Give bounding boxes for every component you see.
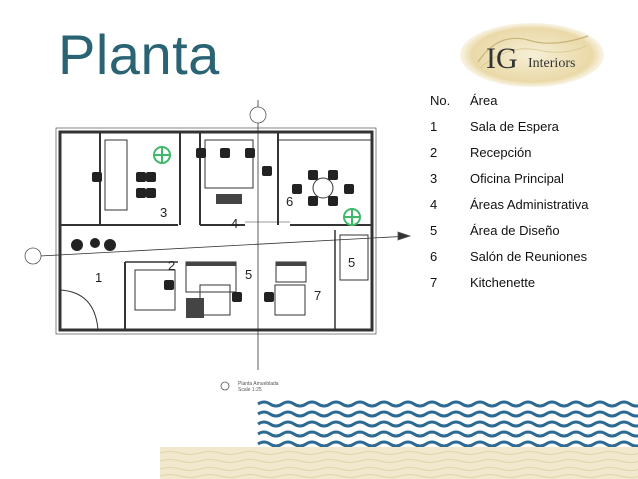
- armchair: [90, 238, 100, 248]
- legend-name: Oficina Principal: [470, 171, 564, 186]
- logo-sub: Interiors: [528, 56, 575, 71]
- plan-caption-title: Planta Amueblada: [238, 381, 279, 387]
- legend-header-no: No.: [430, 93, 451, 108]
- legend-row: 2 Recepción: [430, 144, 630, 162]
- legend-no: 7: [430, 275, 438, 290]
- legend-name: Áreas Administrativa: [470, 197, 589, 212]
- area-label-2: 2: [168, 258, 176, 273]
- chair: [262, 166, 272, 176]
- legend-row: 4 Áreas Administrativa: [430, 196, 630, 214]
- area-label-4: 4: [231, 216, 239, 231]
- door-swing: [59, 289, 99, 331]
- chair: [308, 170, 318, 180]
- shelf: [186, 298, 204, 318]
- chair: [164, 280, 174, 290]
- axis-marker: [249, 106, 267, 124]
- outer-wall: [58, 130, 374, 332]
- caption-marker: [220, 381, 230, 391]
- chair: [146, 188, 156, 198]
- ig-interiors-logo: IG Interiors: [460, 23, 604, 87]
- legend-no: 3: [430, 171, 438, 186]
- legend-no: 2: [430, 145, 438, 160]
- desk: [199, 284, 231, 316]
- slide-title: Planta: [58, 23, 220, 86]
- legend-row: 1 Sala de Espera: [430, 118, 630, 136]
- area-label-3: 3: [160, 205, 168, 220]
- chair: [245, 148, 255, 158]
- chair: [136, 172, 146, 182]
- chair: [344, 184, 354, 194]
- legend-row: 7 Kitchenette: [430, 274, 630, 292]
- legend-name: Recepción: [470, 145, 532, 160]
- legend-row: 6 Salón de Reuniones: [430, 248, 630, 266]
- decorative-pattern: [257, 400, 638, 448]
- meeting-table: [312, 177, 334, 199]
- legend-name: Área de Diseño: [470, 223, 560, 238]
- area-label-5b: 5: [348, 255, 356, 270]
- legend-table: No. Área 1 Sala de Espera 2 Recepción 3 …: [430, 92, 630, 300]
- chair: [264, 292, 274, 302]
- legend-name: Kitchenette: [470, 275, 536, 290]
- legend-no: 6: [430, 249, 438, 264]
- shelf: [216, 194, 242, 204]
- area-label-1: 1: [95, 270, 103, 285]
- plan-caption-scale: Scale 1:25: [238, 387, 262, 393]
- legend-row: 5 Área de Diseño: [430, 222, 630, 240]
- chair: [136, 188, 146, 198]
- sand-band: [159, 447, 638, 479]
- armchair: [71, 239, 83, 251]
- legend-name: Salón de Reuniones: [470, 249, 588, 264]
- chair: [220, 148, 230, 158]
- legend-no: 1: [430, 119, 438, 134]
- chair: [146, 172, 156, 182]
- chair: [196, 148, 206, 158]
- legend-header: No. Área: [430, 92, 630, 110]
- desk: [104, 139, 128, 211]
- legend-row: 3 Oficina Principal: [430, 170, 630, 188]
- kitchen-counter: [339, 234, 369, 281]
- chair: [292, 184, 302, 194]
- axis-marker: [24, 247, 42, 265]
- area-label-7: 7: [314, 288, 322, 303]
- cabinet: [185, 261, 237, 293]
- area-label-6: 6: [286, 194, 294, 209]
- logo-main: IG: [486, 42, 518, 75]
- plan-caption: Planta Amueblada Scale 1:25: [238, 381, 279, 393]
- desk: [134, 269, 176, 311]
- area-label-5a: 5: [245, 267, 253, 282]
- desk: [204, 139, 254, 189]
- legend-name: Sala de Espera: [470, 119, 559, 134]
- chair: [232, 292, 242, 302]
- legend-header-area: Área: [470, 93, 498, 108]
- shelf: [276, 262, 306, 266]
- shelf: [186, 262, 236, 266]
- chair: [328, 170, 338, 180]
- legend-no: 4: [430, 197, 438, 212]
- chair: [308, 196, 318, 206]
- chair: [328, 196, 338, 206]
- chair: [92, 172, 102, 182]
- armchair: [104, 239, 116, 251]
- legend-no: 5: [430, 223, 438, 238]
- desk: [274, 284, 306, 316]
